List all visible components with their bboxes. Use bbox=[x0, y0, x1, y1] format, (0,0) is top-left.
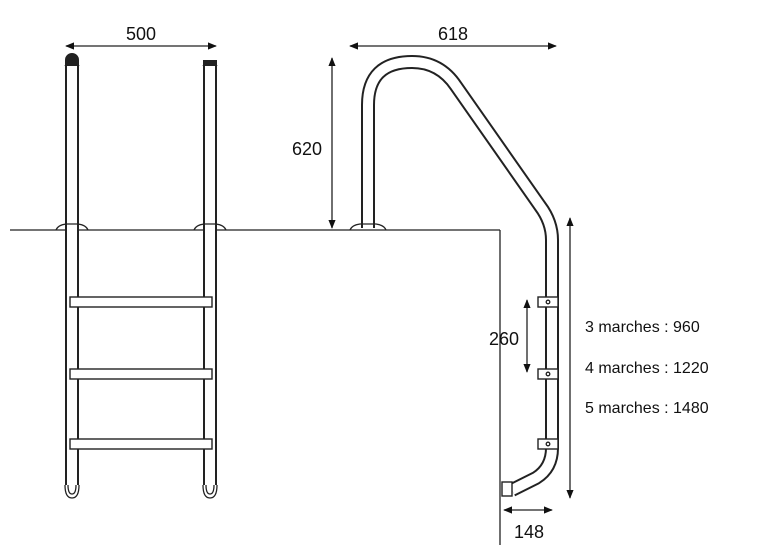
wall-bumper bbox=[501, 481, 513, 497]
front-step-3 bbox=[69, 438, 213, 450]
side-step-bracket-2 bbox=[537, 368, 559, 380]
dimension-front-width: 500 bbox=[65, 24, 217, 50]
dimension-wall-offset: 148 bbox=[503, 506, 553, 542]
dimension-handrail-height: 620 bbox=[292, 57, 336, 229]
front-step-2 bbox=[69, 368, 213, 380]
pool-outline bbox=[10, 229, 501, 545]
dimension-side-reach: 618 bbox=[349, 24, 557, 50]
note-3-steps: 3 marches : 960 bbox=[585, 319, 700, 336]
side-view-ladder bbox=[349, 55, 559, 497]
handrail-height-label: 620 bbox=[292, 139, 322, 159]
side-flange bbox=[349, 223, 387, 231]
front-right-flange bbox=[193, 223, 227, 231]
front-width-label: 500 bbox=[126, 24, 156, 44]
dimension-step-spacing: 260 bbox=[489, 299, 531, 373]
front-left-flange bbox=[55, 223, 89, 231]
front-right-rail bbox=[202, 60, 218, 499]
side-step-bracket-3 bbox=[537, 438, 559, 450]
front-left-rail bbox=[64, 53, 80, 499]
note-4-steps: 4 marches : 1220 bbox=[585, 360, 709, 377]
front-view-ladder bbox=[55, 53, 227, 499]
step-spacing-label: 260 bbox=[489, 329, 519, 349]
side-handrail bbox=[361, 55, 559, 497]
side-reach-label: 618 bbox=[438, 24, 468, 44]
wall-offset-label: 148 bbox=[514, 522, 544, 542]
note-5-steps: 5 marches : 1480 bbox=[585, 400, 709, 417]
step-length-notes: 3 marches : 960 4 marches : 1220 5 march… bbox=[585, 319, 709, 417]
front-step-1 bbox=[69, 296, 213, 308]
side-step-bracket-1 bbox=[537, 296, 559, 308]
